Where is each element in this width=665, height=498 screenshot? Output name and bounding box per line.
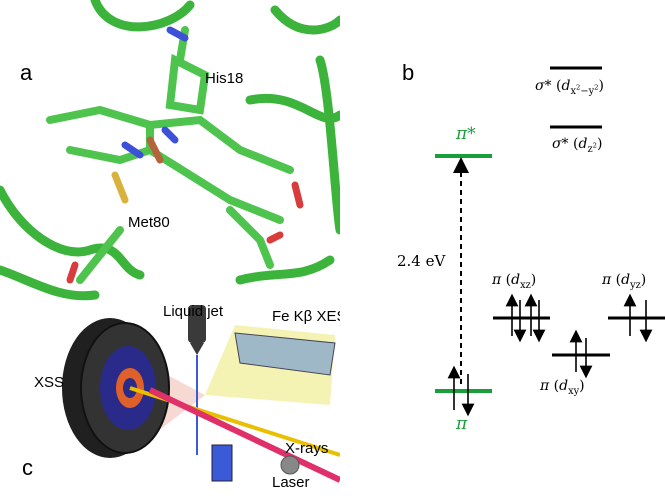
pi-yz-symbol: π xyxy=(602,272,612,288)
pi-label: π xyxy=(456,414,468,434)
sigma-x2y2-label: σ* (dx2−y2) xyxy=(535,78,604,97)
propionate xyxy=(226,206,274,269)
ribbon-left xyxy=(0,185,145,280)
pi-xy-symbol: π xyxy=(540,378,550,394)
iron-center xyxy=(146,136,164,164)
ribbon-top xyxy=(90,0,195,32)
residue-his18-label: His18 xyxy=(205,70,244,87)
gap-energy-label: 2.4 eV xyxy=(397,252,446,270)
oxygen-bond-2 xyxy=(266,231,284,244)
pi-xy-label: π (dxy) xyxy=(540,378,585,397)
protein-structure-drawing xyxy=(0,0,340,301)
lens xyxy=(280,455,300,475)
pi-yz-orbital: (dyz) xyxy=(615,272,647,291)
sigma-x2y2-orbital: (dx2−y2) xyxy=(556,78,604,97)
panel-a-structure: a His18 Met80 xyxy=(0,0,340,305)
ribbon-top-right xyxy=(270,5,340,35)
his-ring xyxy=(165,53,210,115)
nitrogen-bond-2 xyxy=(161,126,179,144)
met-chain xyxy=(76,226,124,284)
laser-label: Laser xyxy=(272,474,310,491)
xss-label: XSS xyxy=(34,374,65,391)
oxygen-bond-3 xyxy=(66,261,79,284)
pi-xz-label: π (dxz) xyxy=(492,272,536,291)
nitrogen-bond-3 xyxy=(166,26,189,42)
laser-mirror xyxy=(211,444,233,482)
setup-drawing xyxy=(62,305,340,483)
jet-nozzle xyxy=(188,305,206,343)
sulfur-bond xyxy=(111,171,129,204)
heme-stick-2 xyxy=(66,145,284,224)
pi-yz-label: π (dyz) xyxy=(602,272,646,291)
sigma-x2y2-symbol: σ* xyxy=(535,78,552,94)
pi-xz-symbol: π xyxy=(492,272,502,288)
oxygen-bond-1 xyxy=(291,181,304,209)
ribbon-far-right xyxy=(315,55,340,235)
ribbon-bottom-right xyxy=(235,255,335,285)
energy-level-svg xyxy=(435,66,665,417)
sigma-z2-label: σ* (dz2) xyxy=(552,136,602,155)
pi-xz-orbital: (dxz) xyxy=(505,272,537,291)
panel-a-label: a xyxy=(20,60,33,85)
panel-b-energy-diagram: b σ* (dx2−y2) σ* (dz2) π* 2.4 eV π (dxz)… xyxy=(340,0,665,498)
panel-b-label: b xyxy=(402,60,415,85)
xes-analyzer xyxy=(234,332,336,376)
ribbon-bottom xyxy=(0,265,100,301)
pi-xy-orbital: (dxy) xyxy=(553,378,585,397)
panel-c-setup: c Liquid jet XSS Fe Kβ XES X-rays Laser xyxy=(0,305,340,498)
xes-label: Fe Kβ XES xyxy=(272,308,340,325)
nitrogen-bond-1 xyxy=(121,141,144,159)
residue-met80-label: Met80 xyxy=(128,214,170,231)
laser-beam xyxy=(148,387,340,483)
pi-star-label: π* xyxy=(456,124,476,144)
sigma-z2-symbol: σ* xyxy=(552,136,569,152)
heme-stick-1 xyxy=(46,105,294,174)
liquid-jet-label: Liquid jet xyxy=(163,305,224,320)
xrays-label: X-rays xyxy=(285,440,329,457)
panel-c-label: c xyxy=(22,455,33,480)
sigma-z2-orbital: (dz2) xyxy=(573,136,603,155)
